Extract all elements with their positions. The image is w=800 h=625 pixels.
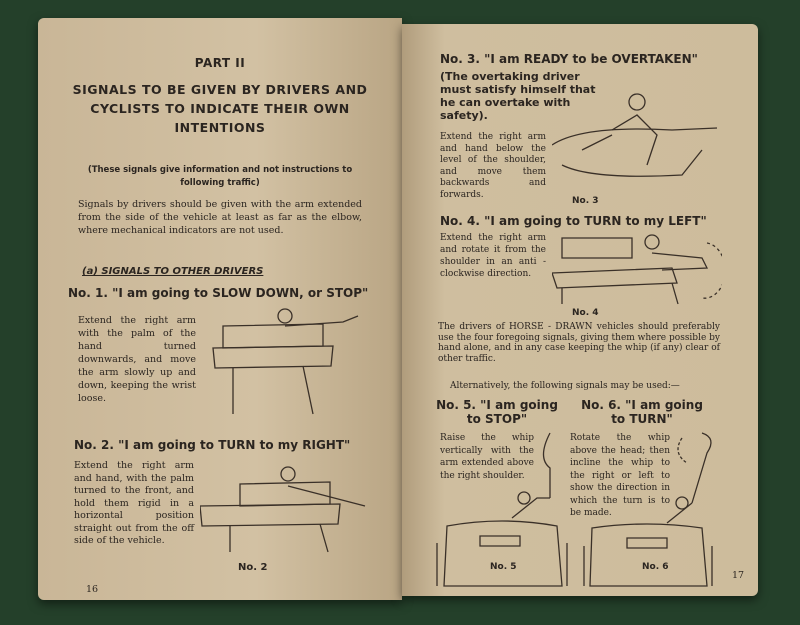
signal3-note: (The overtaking driver must satisfy hims… [440, 70, 596, 122]
left-page: PART II SIGNALS TO BE GIVEN BY DRIVERS A… [38, 18, 402, 600]
intro-text: Signals by drivers should be given with … [78, 199, 362, 236]
signal2-title: No. 2. "I am going to TURN to my RIGHT" [74, 438, 351, 452]
alternative-text: Alternatively, the following signals may… [450, 381, 680, 391]
fig6-label: No. 6 [642, 562, 669, 572]
signal5-text: Raise the whip vertically with the arm e… [440, 433, 534, 481]
signal1-text: Extend the right arm with the palm of th… [78, 315, 196, 404]
fig5-label: No. 5 [490, 562, 517, 572]
signal5-illustration [436, 432, 568, 587]
page-title: SIGNALS TO BE GIVEN BY DRIVERS AND CYCLI… [72, 82, 368, 135]
signal4-illustration [552, 234, 722, 305]
signal2-illustration [200, 466, 366, 553]
signal6-illustration [583, 432, 713, 587]
part-heading: PART II [194, 56, 246, 70]
section-heading: (a) SIGNALS TO OTHER DRIVERS [82, 266, 264, 277]
signal2-text: Extend the right arm and hand, with the … [74, 460, 194, 546]
signal1-illustration [212, 308, 359, 415]
signal4-text: Extend the right arm and rotate it from … [440, 233, 546, 279]
page-number: 16 [86, 584, 99, 595]
signal3-illustration [552, 93, 718, 177]
signal6-title: No. 6. "I am going to TURN" [581, 398, 703, 426]
signal5-title: No. 5. "I am going to STOP" [436, 398, 558, 426]
note-text: (These signals give information and not … [87, 165, 353, 188]
signal1-title: No. 1. "I am going to SLOW DOWN, or STOP… [68, 286, 369, 300]
signal4-title: No. 4. "I am going to TURN to my LEFT" [440, 214, 707, 228]
right-page: No. 3. "I am READY to be OVERTAKEN" (The… [402, 24, 758, 596]
signal6-text: Rotate the whip above the head; then inc… [570, 433, 670, 518]
page-number: 17 [732, 570, 745, 581]
fig4-label: No. 4 [572, 308, 599, 318]
signal3-title: No. 3. "I am READY to be OVERTAKEN" [440, 52, 698, 66]
horse-drawn-text: The drivers of HORSE - DRAWN vehicles sh… [438, 322, 720, 364]
fig3-label: No. 3 [572, 196, 599, 206]
fig2-label: No. 2 [238, 562, 268, 573]
signal3-text: Extend the right arm and hand below the … [440, 132, 546, 200]
